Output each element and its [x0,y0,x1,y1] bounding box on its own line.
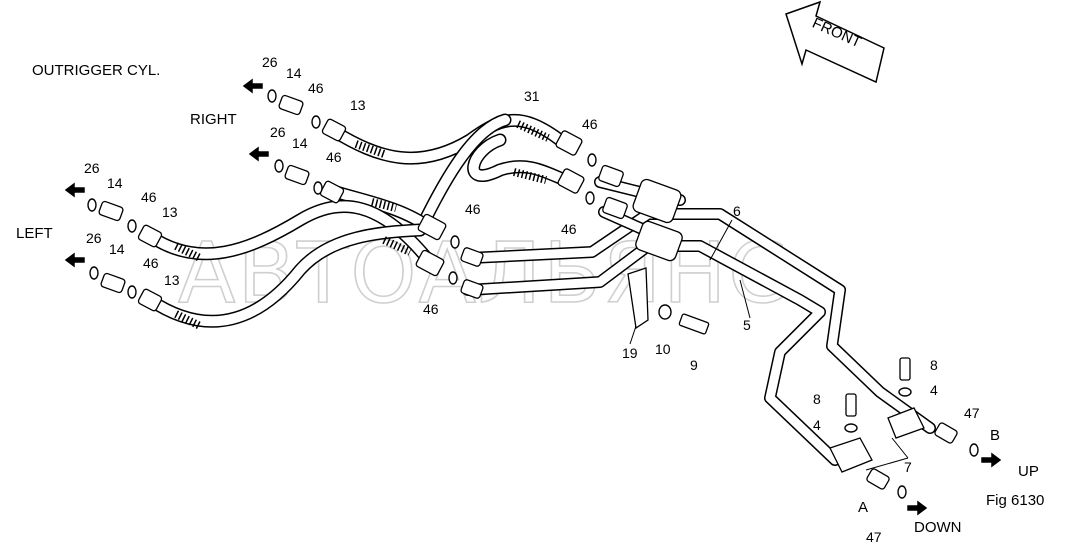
callout: 19 [622,345,638,361]
callout: 9 [690,357,698,373]
callout: 46 [423,301,439,317]
watermark: АВТОАЛЬЯНС [178,224,789,322]
side-label-right: RIGHT [190,111,237,128]
bracket-assembly [829,357,958,490]
callout: 14 [109,241,125,257]
callout: 46 [143,255,159,271]
port-b: B [990,427,1000,444]
callout: 14 [286,65,302,81]
callout: 13 [162,204,178,220]
callout: 31 [524,88,540,104]
callout: 46 [465,201,481,217]
direction-up: UP [1018,463,1039,480]
hose-fittings [137,118,585,312]
figure-number: Fig 6130 [986,492,1044,509]
callout: 14 [107,175,123,191]
direction-down: DOWN [914,519,962,536]
callout: 47 [866,529,882,545]
arrow-left-icon [64,78,269,268]
callout: 47 [964,405,980,421]
callout: 13 [164,272,180,288]
o-rings [87,89,979,499]
adapters [98,94,628,299]
callout: 46 [141,189,157,205]
callout: 4 [813,417,821,433]
callout: 26 [270,124,286,140]
callout: 14 [292,135,308,151]
callout: 10 [655,341,671,357]
callout: 46 [561,221,577,237]
port-a: A [858,499,868,516]
side-label-left: LEFT [16,225,53,242]
title: OUTRIGGER CYL. [32,62,160,79]
callout: 5 [743,317,751,333]
arrow-right-icon [907,452,1002,516]
callout: 46 [326,149,342,165]
callout: 46 [308,80,324,96]
front-arrow-icon: FRONT [785,0,885,84]
leader-lines [629,219,909,471]
callout: 4 [930,382,938,398]
callouts: 26 14 46 13 26 14 46 26 14 46 13 26 14 4… [84,54,980,545]
callout: 7 [904,459,912,475]
clamp-assembly [627,267,710,335]
tee-blocks [632,178,683,262]
callout: 8 [813,391,821,407]
callout: 26 [262,54,278,70]
callout: 26 [86,230,102,246]
callout: 26 [84,160,100,176]
callout: 6 [733,203,741,219]
callout: 46 [582,116,598,132]
callout: 8 [930,357,938,373]
callout: 13 [350,97,366,113]
